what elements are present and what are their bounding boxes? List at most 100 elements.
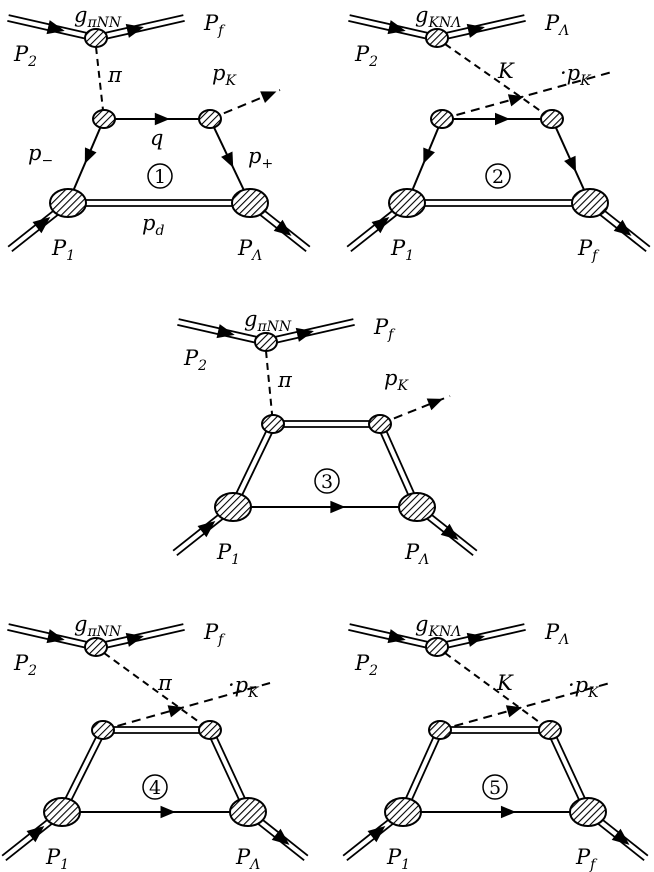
- d3-coupling-label-sub: πNN: [256, 319, 291, 335]
- d5-lower-internal-line-arrow: [500, 805, 516, 819]
- d5-p1-label: P1: [386, 845, 410, 872]
- d1-outgoing-top-rail-b: [95, 14, 184, 36]
- d3-right-small-vertex: [368, 414, 392, 434]
- d1-top-right-label-sub: f: [217, 23, 226, 39]
- d5-kaon-label: ·pK: [568, 673, 600, 701]
- d1-coupling-label-main: g: [74, 3, 87, 27]
- d1-upper-vertex: [84, 28, 108, 48]
- d4-right-small-vertex: [198, 720, 222, 740]
- d2-number-circle: [485, 163, 511, 189]
- d1-outgoing-bottom-arrow: [273, 219, 292, 236]
- d5-incoming-p1-arrow: [367, 826, 386, 843]
- d4-outgoing-top-rail-a: [96, 629, 185, 651]
- d1-incoming-p1-arrow: [32, 217, 51, 234]
- d1-p2-label-main: P: [13, 42, 29, 66]
- d3-bottom-right-label: PΛ: [404, 540, 429, 568]
- d2-left-internal-line-arrow: [423, 147, 435, 164]
- d1-q-line-arrow: [154, 112, 170, 126]
- d3-top-right-label: Pf: [373, 315, 396, 343]
- d2-top-right-label-sub: Λ: [557, 23, 569, 39]
- d2-number: 2: [492, 166, 504, 188]
- d4-pion-exchange-line: [103, 652, 211, 731]
- d1-outgoing-top-rail-a: [96, 20, 185, 42]
- d2-lower-left-vertex: [388, 188, 426, 218]
- d1-pion-line: [95, 46, 105, 120]
- d4-lower-internal-line-arrow: [160, 805, 176, 819]
- d1-coupling-label: gπNN: [74, 3, 122, 31]
- d5-top-right-label: PΛ: [544, 620, 569, 648]
- d3-outgoing-top-rail-a: [266, 324, 355, 346]
- d2-p2-label: P2: [354, 42, 378, 70]
- d3-p1-label: P1: [216, 540, 240, 568]
- d4-incoming-p1-arrow: [26, 826, 45, 843]
- d3-kaon-label-main: p: [384, 366, 397, 390]
- d5-p2-label: P2: [354, 651, 378, 679]
- d3-incoming-p1-arrow: [197, 521, 216, 538]
- d4-bottom-right-label-main: P: [235, 845, 251, 869]
- d1-p-minus-label: p−: [28, 141, 53, 169]
- d4-kaon-label: ·pK: [228, 673, 260, 701]
- d5-number-circle: [482, 774, 508, 800]
- d2-kaon-label: ·pK: [560, 61, 592, 89]
- d2-p1-label: P1: [390, 236, 414, 264]
- d1-right-small-vertex: [198, 109, 222, 129]
- d1-p-minus-line-arrow: [84, 147, 97, 164]
- d4-outgoing-bottom-arrow: [271, 828, 290, 845]
- d2-left-small-vertex: [430, 109, 454, 129]
- d3-exchange-label-main: π: [277, 368, 293, 392]
- d1-lower-right-vertex: [231, 188, 269, 218]
- d1-kaon-label: pK: [212, 61, 237, 89]
- d5-exchange-label: K: [496, 671, 514, 695]
- d3-left-internal-line-rail-a: [229, 422, 272, 507]
- d4-p2-label-sub: 2: [27, 663, 37, 679]
- d2-lower-right-vertex: [571, 188, 609, 218]
- d5-number: 5: [489, 777, 501, 799]
- d5-exchange-label-main: K: [496, 671, 514, 695]
- d2-kaon-exchange-line: [444, 43, 553, 120]
- d5-p2-label-main: P: [354, 651, 370, 675]
- d2-p2-label-sub: 2: [368, 54, 378, 70]
- d4-lower-left-vertex: [43, 797, 81, 827]
- d3-upper-vertex: [254, 332, 278, 352]
- d5-left-internal-line-rail-a: [399, 728, 439, 812]
- d2-exchange-label: K: [497, 59, 515, 83]
- d2-bottom-right-label-sub: f: [591, 248, 600, 264]
- d3-outgoing-top-rail-b: [265, 318, 354, 340]
- d3-number: 3: [321, 471, 333, 493]
- d5-top-right-label-sub: Λ: [557, 632, 569, 648]
- d1-pd-label-main: p: [142, 211, 155, 235]
- d1-p2-label: P2: [13, 42, 37, 70]
- d3-top-right-label-sub: f: [387, 327, 396, 343]
- d3-incoming-p2-arrow: [216, 324, 235, 339]
- d1-outgoing-top-arrow: [125, 23, 144, 38]
- d1-p1-label: P1: [51, 236, 75, 264]
- d1-bottom-right-label: PΛ: [237, 236, 262, 264]
- d1-exchange-label-main: π: [107, 63, 123, 87]
- d3-kaon-label: pK: [384, 366, 409, 394]
- d2-upper-vertex: [425, 28, 449, 48]
- d3-p1-label-sub: 1: [231, 552, 240, 568]
- d2-bottom-right-label: Pf: [577, 236, 600, 264]
- d2-upper-internal-line-arrow: [495, 112, 510, 126]
- d5-bottom-right-label: Pf: [575, 845, 598, 872]
- d4-coupling-label-main: g: [74, 612, 87, 636]
- d3-lower-right-vertex: [398, 492, 436, 522]
- d1-number: 1: [154, 166, 166, 188]
- d2-p1-label-sub: 1: [405, 248, 414, 264]
- d1-q-label-main: q: [150, 126, 163, 150]
- d3-pion-line: [265, 350, 274, 425]
- d5-outgoing-top-rail-a: [437, 629, 526, 651]
- d2-right-small-vertex: [540, 109, 564, 129]
- d2-coupling-label-sub: KNΛ: [427, 15, 461, 31]
- d3-lower-left-vertex: [214, 492, 252, 522]
- d1-p1-label-main: P: [51, 236, 67, 260]
- d1-p-minus-label-sub: −: [41, 153, 53, 169]
- d4-right-internal-line-rail-b: [211, 728, 252, 812]
- d1-coupling-label-sub: πNN: [86, 15, 121, 31]
- d5-coupling-label-sub: KNΛ: [427, 624, 461, 640]
- d5-right-small-vertex: [538, 720, 562, 740]
- d4-p1-label: P1: [45, 845, 69, 872]
